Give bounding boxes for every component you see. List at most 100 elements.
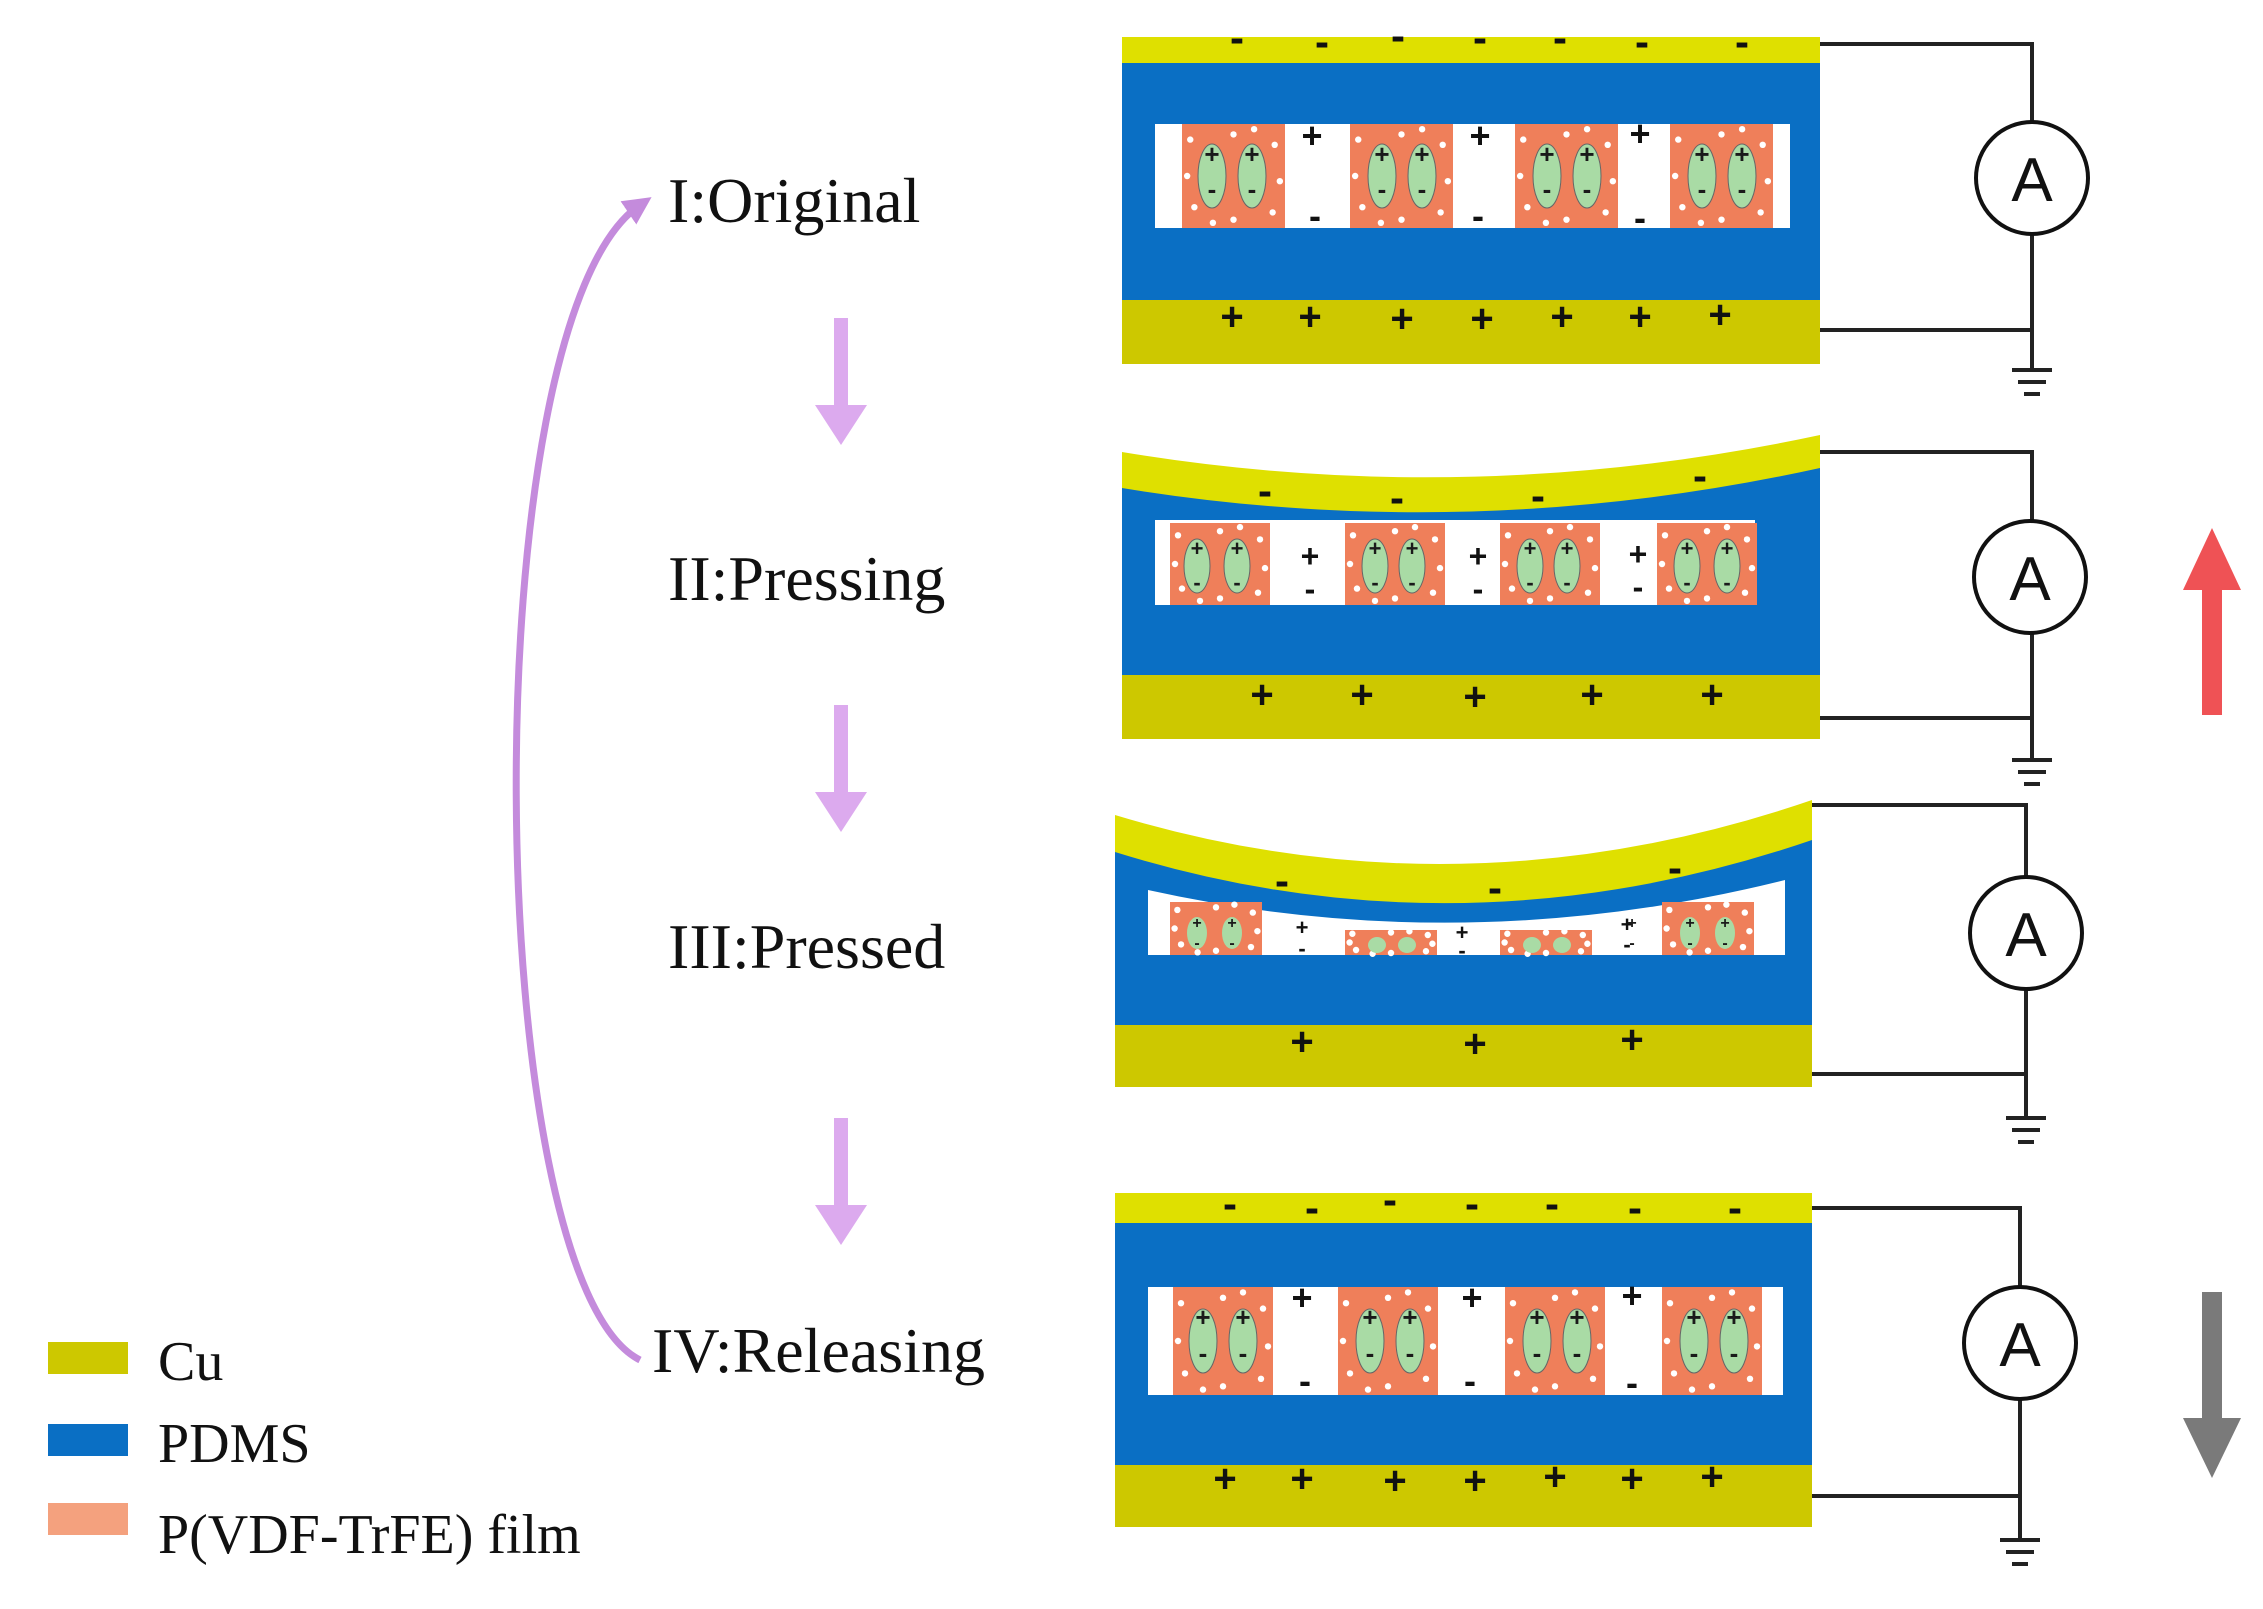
dipole-negative: - (1199, 1338, 1208, 1368)
film-pore (1589, 1375, 1597, 1383)
film-pore (1384, 1294, 1392, 1302)
film-pore (1212, 904, 1220, 911)
flow-arrow-3 (815, 1118, 867, 1245)
dipole-positive: + (1694, 139, 1709, 169)
film-pore (1174, 1337, 1182, 1345)
dipole-positive: + (1721, 536, 1734, 561)
stage-label-pressed: III:Pressed (668, 911, 945, 982)
current-down-arrow (2183, 1292, 2241, 1478)
positive-charge: + (1291, 1277, 1312, 1318)
ammeter-label: A (2005, 901, 2047, 970)
film-pore (1429, 589, 1437, 596)
dipole (1679, 1308, 1709, 1374)
dipole-positive: + (1406, 536, 1419, 561)
film-pore (1276, 178, 1284, 185)
film-pore (1704, 904, 1712, 911)
film-pore (1509, 1300, 1517, 1307)
film-pore (1444, 178, 1452, 185)
film-pore (1429, 1343, 1437, 1350)
film-pore (1666, 906, 1673, 914)
device-stage-original: A -------++++++++++---+-+-+-+-+-+-+-+- (1122, 12, 2090, 396)
dipole-positive: + (1402, 1302, 1417, 1332)
negative-charge: - (1298, 936, 1305, 961)
negative-charge: - (1735, 18, 1749, 65)
film-pore (1191, 204, 1198, 211)
positive-charge: + (1298, 295, 1321, 339)
film-pore (1542, 929, 1550, 936)
film-pore (1424, 1305, 1432, 1312)
negative-charge: - (1545, 1180, 1559, 1227)
negative-charge: - (1473, 14, 1487, 61)
dipole-negative: - (1698, 174, 1707, 204)
dipole-positive: + (1195, 1302, 1210, 1332)
dipole (1516, 538, 1544, 594)
device-stage-pressing: A ----++++++++---+-+-+-+-+-+-+-+- (1122, 435, 2241, 786)
dipole-positive: + (1244, 139, 1259, 169)
film-pore (1230, 131, 1237, 138)
film-pore (1346, 560, 1354, 568)
dipole-negative: - (1239, 1338, 1248, 1368)
dipole-negative: - (1533, 1338, 1542, 1368)
dipole-negative: - (1543, 174, 1552, 204)
film-pore (1504, 532, 1512, 539)
stage-label-releasing: IV:Releasing (652, 1315, 985, 1386)
film-pore (1501, 939, 1508, 946)
positive-charge: + (1469, 115, 1490, 156)
dipole-positive: + (1561, 536, 1574, 561)
film-pore (1658, 560, 1666, 568)
film-pore (1194, 949, 1201, 956)
film-pore (1352, 946, 1360, 954)
dipole-positive: + (1579, 139, 1594, 169)
film-pore (1591, 564, 1599, 572)
negative-charge: - (1626, 1362, 1638, 1403)
dipole (1523, 937, 1541, 953)
negative-charge: - (1383, 1176, 1397, 1223)
film-block (1662, 902, 1754, 955)
film-pore (1359, 204, 1366, 211)
negative-charge: - (1553, 14, 1567, 61)
dipole-negative: - (1208, 174, 1217, 204)
wires (1820, 450, 2052, 786)
film-pore (1542, 219, 1550, 226)
negative-charge: - (1472, 195, 1484, 236)
film-pore (1216, 528, 1224, 535)
dipole (1197, 143, 1227, 209)
dipole-positive: + (1734, 139, 1749, 169)
dipole (1719, 1308, 1749, 1374)
dipole (1398, 937, 1416, 953)
negative-charge: - (1230, 14, 1244, 61)
film-pore (1566, 523, 1574, 531)
film-pore (1353, 585, 1361, 592)
positive-charge: + (1290, 1020, 1313, 1064)
film-pore (1219, 1383, 1227, 1390)
charges: -------++++++++++---+-+-+-+-+-+-+-+- (1195, 1176, 1742, 1503)
cu-bottom-electrode (1115, 1025, 1812, 1087)
positive-charge: + (1301, 115, 1322, 156)
film-pore (1546, 595, 1554, 602)
dipole-negative: - (1371, 570, 1378, 595)
film-pore (1504, 930, 1511, 937)
film-pore (1759, 141, 1766, 148)
film-pore (1741, 589, 1749, 596)
dipole (1355, 1308, 1385, 1374)
film-pore (1219, 1294, 1227, 1302)
dipole-negative: - (1366, 1338, 1375, 1368)
positive-charge: + (1620, 1457, 1643, 1501)
dipole-negative: - (1573, 1338, 1582, 1368)
stage-label-original: I:Original (668, 165, 920, 236)
film-pore (1398, 131, 1405, 138)
dipole-positive: + (1726, 1302, 1741, 1332)
film-pore (1604, 141, 1611, 148)
device-stage-releasing: A -------++++++++++---+-+-+-+-+-+-+-+- (1115, 1176, 2241, 1566)
film-pore (1269, 209, 1276, 216)
film-pore (1364, 1386, 1372, 1393)
film-pore (1697, 219, 1705, 226)
dipole-positive: + (1231, 536, 1244, 561)
film-pore (1377, 219, 1385, 226)
positive-charge: + (1220, 295, 1243, 339)
dipole-negative: - (1629, 935, 1634, 952)
air-gap (1148, 880, 1785, 955)
positive-charge: + (1628, 295, 1651, 339)
film-pore (1196, 597, 1204, 605)
film-pore (1513, 1370, 1521, 1377)
